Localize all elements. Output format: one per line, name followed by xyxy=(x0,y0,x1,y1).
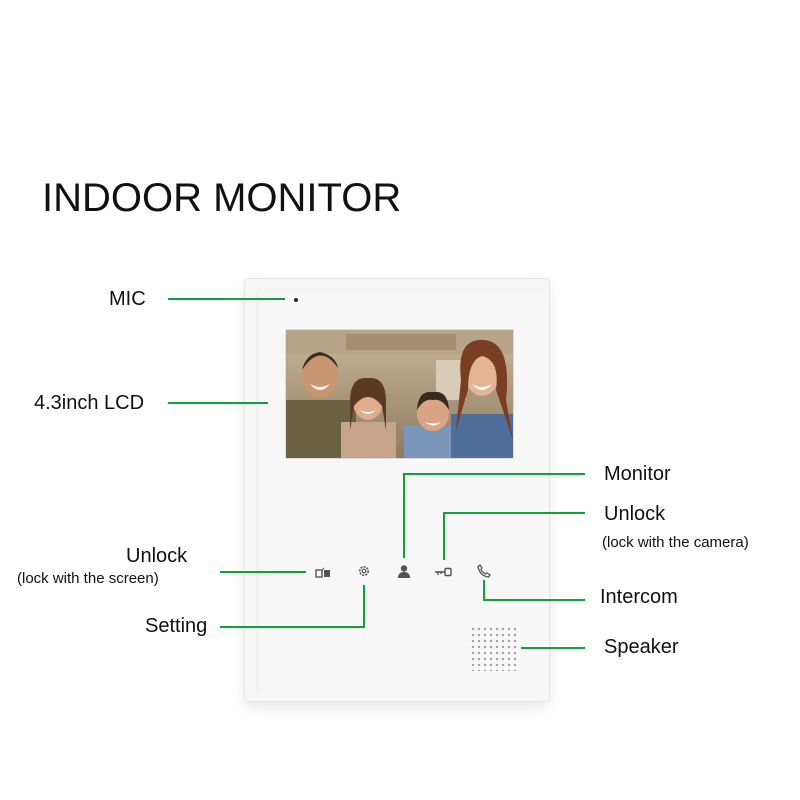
unlock-screen-sublabel: (lock with the screen) xyxy=(17,570,159,587)
setting-gear-icon[interactable] xyxy=(357,564,371,578)
mic-label: MIC xyxy=(109,288,146,310)
speaker-grille xyxy=(471,627,519,671)
monitor-label: Monitor xyxy=(604,463,671,485)
monitor-person-icon[interactable] xyxy=(397,564,411,579)
page-title: INDOOR MONITOR xyxy=(42,176,402,220)
key-icon[interactable] xyxy=(434,567,452,577)
lcd-screen xyxy=(285,329,514,459)
device-bezel xyxy=(257,289,543,693)
unlock-camera-sublabel: (lock with the camera) xyxy=(602,534,749,551)
lcd-label: 4.3inch LCD xyxy=(34,392,145,414)
unlock-camera-label: Unlock xyxy=(604,503,666,525)
monitor-leader xyxy=(403,473,585,558)
speaker-label: Speaker xyxy=(604,636,679,658)
phone-icon[interactable] xyxy=(477,564,491,578)
unlock-screen-icon[interactable] xyxy=(315,567,331,579)
family-photo xyxy=(286,330,513,458)
intercom-label: Intercom xyxy=(600,586,678,608)
intercom-leader xyxy=(483,580,585,601)
mic-hole xyxy=(294,298,298,302)
setting-label: Setting xyxy=(145,615,208,637)
setting-leader xyxy=(220,585,365,628)
unlock-screen-label: Unlock xyxy=(126,545,188,567)
unlock-camera-leader xyxy=(443,512,585,560)
